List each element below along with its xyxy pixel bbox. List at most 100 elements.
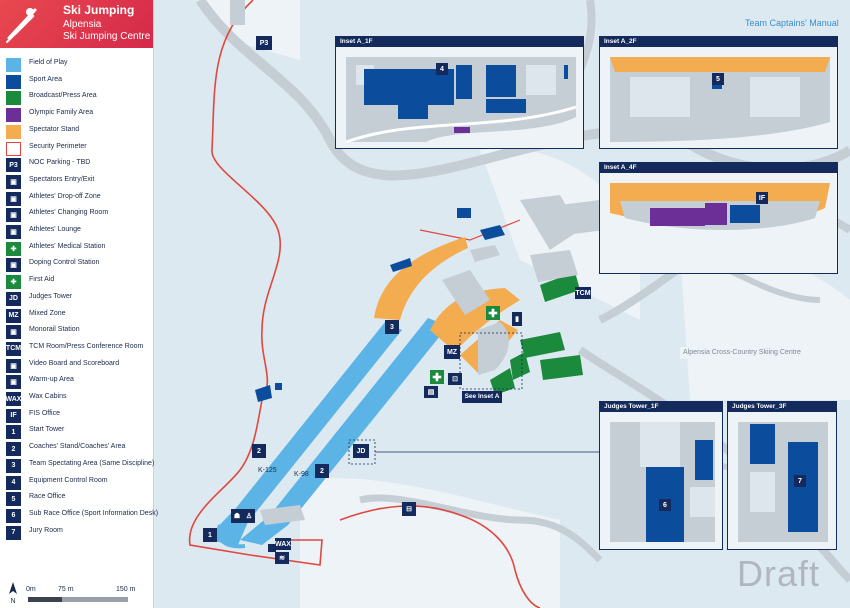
draft-watermark: Draft	[737, 553, 821, 594]
monorail-icon[interactable]: ⊡	[448, 373, 462, 385]
legend-label: Athletes' Medical Station	[29, 242, 106, 250]
warm-up-icon[interactable]: ≋	[275, 552, 289, 564]
marker-jd[interactable]: JD	[353, 444, 369, 458]
place-label-cross-country: Alpensia Cross-Country Skiing Centre	[680, 347, 803, 359]
legend-code-badge: TCM	[6, 341, 21, 356]
legend-code-badge: 1	[6, 425, 21, 440]
legend-swatch	[6, 108, 21, 123]
marker-3[interactable]: 3	[385, 320, 399, 334]
legend-item: WAX Wax Cabins	[6, 392, 153, 406]
legend-label: Spectator Stand	[29, 125, 80, 133]
legend-label: Wax Cabins	[29, 393, 67, 400]
inset-jt-3f-marker-7[interactable]: 7	[794, 475, 806, 487]
legend-label: Spectators Entry/Exit	[29, 175, 95, 183]
brand-header: Ski Jumping Alpensia Ski Jumping Centre	[0, 0, 153, 48]
lounge-icon: ▣	[6, 225, 21, 239]
drop-off-icon[interactable]: ⊟	[402, 502, 416, 516]
marker-wax[interactable]: WAX	[275, 538, 291, 550]
document-label: Team Captains' Manual	[745, 18, 839, 28]
scale-bar: 0m 75 m 150 m	[24, 586, 144, 606]
sport-area-block	[457, 208, 471, 218]
changing-room-icon[interactable]: ☗	[231, 509, 243, 523]
marker-p3[interactable]: P3	[256, 36, 272, 50]
legend-item: Sport Area	[6, 74, 153, 89]
legend-item: Field of Play	[6, 58, 153, 72]
marker-1[interactable]: 1	[203, 528, 217, 542]
entry-exit-icon: ▣	[6, 174, 21, 189]
marker-2a[interactable]: 2	[252, 444, 266, 458]
legend-code-badge: IF	[6, 408, 21, 423]
inset-a-1f-marker-4[interactable]: 4	[436, 63, 448, 75]
legend-code-badge: 2	[6, 442, 21, 457]
legend-label: Sub Race Office (Sport Information Desk)	[29, 509, 159, 517]
legend-item: IF FIS Office	[6, 408, 153, 423]
medical-cross-icon: ✚	[6, 241, 21, 256]
legend-code-badge: 5	[6, 492, 21, 507]
inset-title: Judges Tower_3F	[728, 402, 836, 412]
inset-a-2f[interactable]: Inset A_2F 5	[599, 36, 838, 149]
inset-judges-tower-3f[interactable]: Judges Tower_3F 7	[727, 401, 837, 550]
medical-cross-icon[interactable]: ✚	[486, 306, 500, 320]
legend-label: Field of Play	[29, 59, 68, 66]
hill-label-k98: K-98	[294, 471, 309, 478]
legend-item: ▣Athletes' Lounge	[6, 225, 153, 239]
legend-label: Jury Room	[29, 526, 63, 534]
inset-a-4f[interactable]: Inset A_4F IF	[599, 162, 838, 274]
legend-item: ▣Doping Control Station	[6, 258, 153, 273]
inset-title: Inset A_1F	[336, 37, 583, 47]
scale-label-0: 0m	[26, 586, 36, 593]
legend-item: ▣ Spectators Entry/Exit	[6, 174, 153, 189]
inset-title: Judges Tower_1F	[600, 402, 722, 412]
video-board-icon[interactable]: ▤	[424, 386, 438, 398]
legend-label: Broadcast/Press Area	[29, 92, 97, 100]
ski-jumping-pictogram-icon	[6, 8, 37, 43]
legend-code-badge: JD	[6, 291, 21, 306]
legend-label: FIS Office	[29, 409, 60, 417]
legend-code-badge: MZ	[6, 308, 21, 323]
legend-item: ▣ Athletes' Changing Room	[6, 208, 153, 223]
inset-a-1f[interactable]: Inset A_1F 4	[335, 36, 584, 149]
legend-label: Warm-up Area	[29, 376, 74, 384]
venue-name-line1: Alpensia	[63, 19, 102, 30]
legend-label: Athletes' Changing Room	[29, 209, 109, 217]
lounge-icon[interactable]: ♙	[243, 509, 255, 523]
drop-off-icon: ▣	[6, 191, 21, 206]
legend-label: Olympic Family Area	[29, 109, 94, 117]
first-aid-icon[interactable]: ✚	[430, 370, 444, 384]
legend-label: Athletes' Drop-off Zone	[29, 192, 101, 200]
legend-label: Video Board and Scoreboard	[29, 359, 120, 367]
marker-mz[interactable]: MZ	[444, 345, 460, 359]
legend-label: Race Office	[29, 493, 66, 501]
legend-code-badge: WAX	[6, 392, 21, 406]
inset-jt-1f-marker-6[interactable]: 6	[659, 499, 671, 511]
inset-judges-tower-1f[interactable]: Judges Tower_1F 6	[599, 401, 723, 550]
legend-item: MZ Mixed Zone	[6, 308, 153, 323]
marker-2b[interactable]: 2	[315, 464, 329, 478]
marker-misc-icon	[268, 544, 276, 552]
legend-item: ▣Monorail Station	[6, 325, 153, 340]
legend-label: NOC Parking - TBD	[29, 159, 91, 167]
legend-label: First Aid	[29, 276, 55, 284]
legend-item: ✚ Athletes' Medical Station	[6, 241, 153, 256]
north-label: N	[10, 598, 15, 605]
legend-item: 5 Race Office	[6, 492, 153, 507]
marker-tcm[interactable]: TCM	[575, 287, 591, 299]
inset-a-4f-marker-if[interactable]: IF	[756, 192, 768, 204]
scale-label-150: 150 m	[116, 586, 136, 593]
venue-map[interactable]: K-125 K-98	[154, 0, 850, 608]
legend-item: Broadcast/Press Area	[6, 91, 153, 106]
first-aid-icon: ✚	[6, 275, 21, 290]
changing-room-icon: ▣	[6, 208, 21, 223]
entry-exit-icon[interactable]: ▮	[512, 312, 522, 326]
see-inset-a-label[interactable]: See Inset A	[462, 391, 502, 403]
legend-label: Mixed Zone	[29, 309, 66, 317]
inset-title: Inset A_4F	[600, 163, 837, 173]
inset-a-2f-marker-5[interactable]: 5	[712, 73, 724, 85]
